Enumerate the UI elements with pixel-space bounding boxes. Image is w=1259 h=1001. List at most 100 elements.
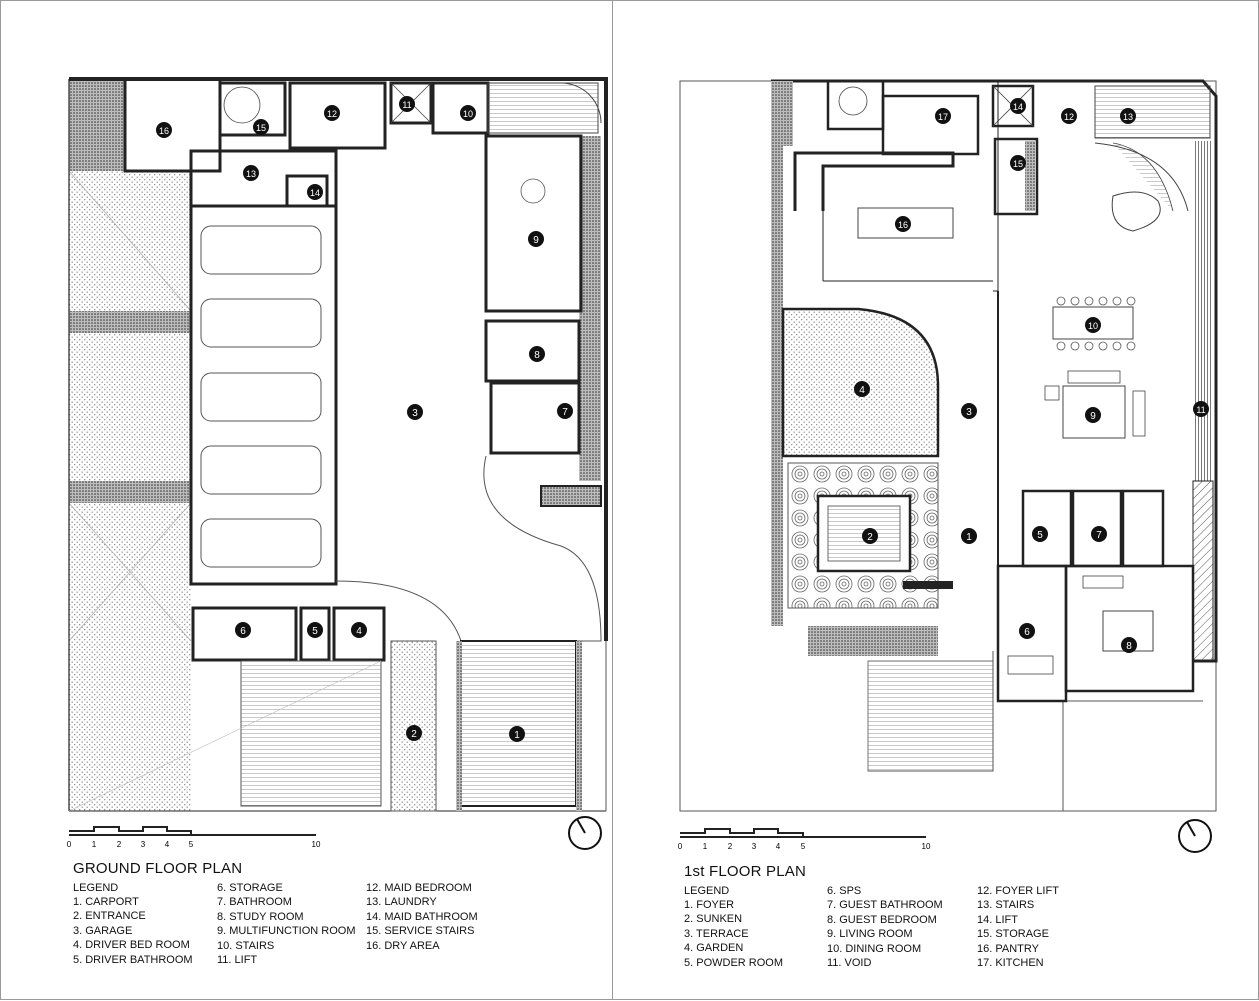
svg-text:3: 3 [141, 840, 146, 849]
svg-text:3: 3 [966, 407, 972, 418]
legend-item: 5. POWDER ROOM [684, 956, 784, 969]
svg-text:8: 8 [1126, 641, 1132, 652]
svg-text:11: 11 [1196, 405, 1205, 415]
room-marker-8: 8 [529, 346, 545, 362]
svg-text:12: 12 [327, 109, 337, 119]
legend-item: 3. GARAGE [73, 924, 133, 937]
room-marker-17: 17 [935, 108, 951, 124]
legend-item: 6. STORAGE [217, 882, 283, 894]
room-marker-16: 16 [156, 122, 172, 138]
legend-item: 11. VOID [827, 957, 872, 970]
room-marker-3: 3 [961, 403, 977, 419]
legend-item: 15. SERVICE STAIRS [366, 925, 475, 938]
svg-text:1: 1 [966, 532, 972, 543]
first-legend-col-3: 12. FOYER LIFT 13. STAIRS 14. LIFT 15. S… [977, 884, 1059, 970]
legend-item: 15. STORAGE [977, 928, 1049, 941]
hatch-band [69, 311, 191, 333]
room-marker-7: 7 [557, 403, 573, 419]
ground-legend-heading: LEGEND [73, 882, 119, 894]
room-marker-2: 2 [406, 725, 422, 741]
room-marker-12: 12 [324, 105, 340, 121]
ground-room-markers: 1 2 3 4 5 6 7 8 9 10 11 12 13 14 15 16 [156, 96, 573, 742]
legend-item: 9. MULTIFUNCTION ROOM [217, 925, 356, 938]
legend-item: 12. FOYER LIFT [977, 885, 1059, 897]
svg-text:14: 14 [310, 188, 320, 198]
room-marker-16: 16 [895, 216, 911, 232]
svg-text:14: 14 [1013, 102, 1023, 112]
first-legend-heading: LEGEND [684, 885, 730, 897]
legend-item: 13. STAIRS [977, 899, 1035, 912]
legend-item: 6. SPS [827, 885, 862, 897]
ground-scale-bar: 0 1 2 3 4 5 10 [67, 816, 602, 850]
svg-text:16: 16 [898, 220, 908, 230]
first-room-markers: 1 2 3 4 5 6 7 8 9 10 11 12 13 14 15 16 1… [854, 98, 1209, 653]
legend-item: 5. DRIVER BATHROOM [73, 953, 193, 966]
legend-item: 2. ENTRANCE [73, 910, 146, 923]
boundary-hatch [579, 136, 601, 481]
legend-item: 17. KITCHEN [977, 957, 1044, 970]
room-marker-5: 5 [307, 622, 323, 638]
legend-item: 9. LIVING ROOM [827, 928, 913, 941]
svg-text:15: 15 [1013, 159, 1023, 169]
svg-text:13: 13 [1123, 112, 1133, 122]
room-marker-14: 14 [1010, 98, 1026, 114]
car-outlines [200, 225, 322, 568]
legend-item: 16. DRY AREA [366, 939, 440, 952]
legend-item: 13. LAUNDRY [366, 896, 437, 909]
svg-text:1: 1 [703, 842, 708, 851]
room-marker-1: 1 [509, 726, 525, 742]
legend-item: 4. GARDEN [684, 942, 744, 955]
svg-text:3: 3 [752, 842, 757, 851]
svg-text:5: 5 [312, 626, 318, 637]
legend-item: 16. PANTRY [977, 942, 1039, 955]
svg-text:7: 7 [562, 407, 568, 418]
svg-text:5: 5 [1037, 530, 1043, 541]
room-marker-9: 9 [1085, 407, 1101, 423]
svg-text:7: 7 [1096, 530, 1102, 541]
svg-text:16: 16 [159, 126, 169, 136]
room-marker-9: 9 [528, 231, 544, 247]
svg-text:10: 10 [463, 109, 473, 119]
svg-text:0: 0 [678, 842, 683, 851]
legend-item: 1. CARPORT [73, 896, 139, 908]
legend-item: 7. GUEST BATHROOM [827, 899, 943, 912]
room-marker-14: 14 [307, 184, 323, 200]
legend-item: 7. BATHROOM [217, 896, 292, 909]
north-arrow-icon [1178, 819, 1212, 853]
svg-text:15: 15 [256, 123, 266, 133]
dry-area-hatch [69, 79, 125, 171]
first-floor-sheet: 1 2 3 4 5 6 7 8 9 10 11 12 13 14 15 16 1… [612, 0, 1259, 1000]
room-marker-1: 1 [961, 528, 977, 544]
room-marker-5: 5 [1032, 526, 1048, 542]
svg-text:10: 10 [312, 840, 321, 849]
room-marker-10: 10 [460, 105, 476, 121]
ground-floor-plan-drawing [68, 77, 608, 812]
svg-text:13: 13 [246, 169, 256, 179]
svg-text:2: 2 [728, 842, 733, 851]
first-legend-col-1: 1. FOYER 2. SUNKEN 3. TERRACE 4. GARDEN … [684, 898, 783, 970]
room-marker-6: 6 [1019, 623, 1035, 639]
svg-text:4: 4 [165, 840, 170, 849]
room-marker-11: 11 [399, 96, 415, 112]
svg-text:10: 10 [922, 842, 931, 851]
legend-item: 10. DINING ROOM [827, 942, 922, 955]
svg-text:8: 8 [534, 350, 540, 361]
room-marker-10: 10 [1085, 317, 1101, 333]
room-marker-2: 2 [862, 528, 878, 544]
ground-legend-col-1: 1. CARPORT 2. ENTRANCE 3. GARAGE 4. DRIV… [73, 895, 193, 967]
legend-item: 14. MAID BATHROOM [366, 910, 478, 923]
room-marker-4: 4 [854, 381, 870, 397]
room-marker-3: 3 [407, 404, 423, 420]
room-marker-6: 6 [235, 622, 251, 638]
room-marker-4: 4 [351, 622, 367, 638]
svg-text:2: 2 [867, 532, 873, 543]
room-marker-8: 8 [1121, 637, 1137, 653]
room-marker-15: 15 [253, 119, 269, 135]
first-scale-bar: 0 1 2 3 4 5 10 [678, 819, 1212, 853]
legend-item: 8. STUDY ROOM [217, 910, 304, 923]
legend-item: 1. FOYER [684, 899, 735, 911]
north-arrow-icon [568, 816, 602, 850]
svg-text:10: 10 [1088, 321, 1098, 331]
room-marker-12: 12 [1061, 108, 1077, 124]
svg-text:0: 0 [67, 840, 72, 849]
